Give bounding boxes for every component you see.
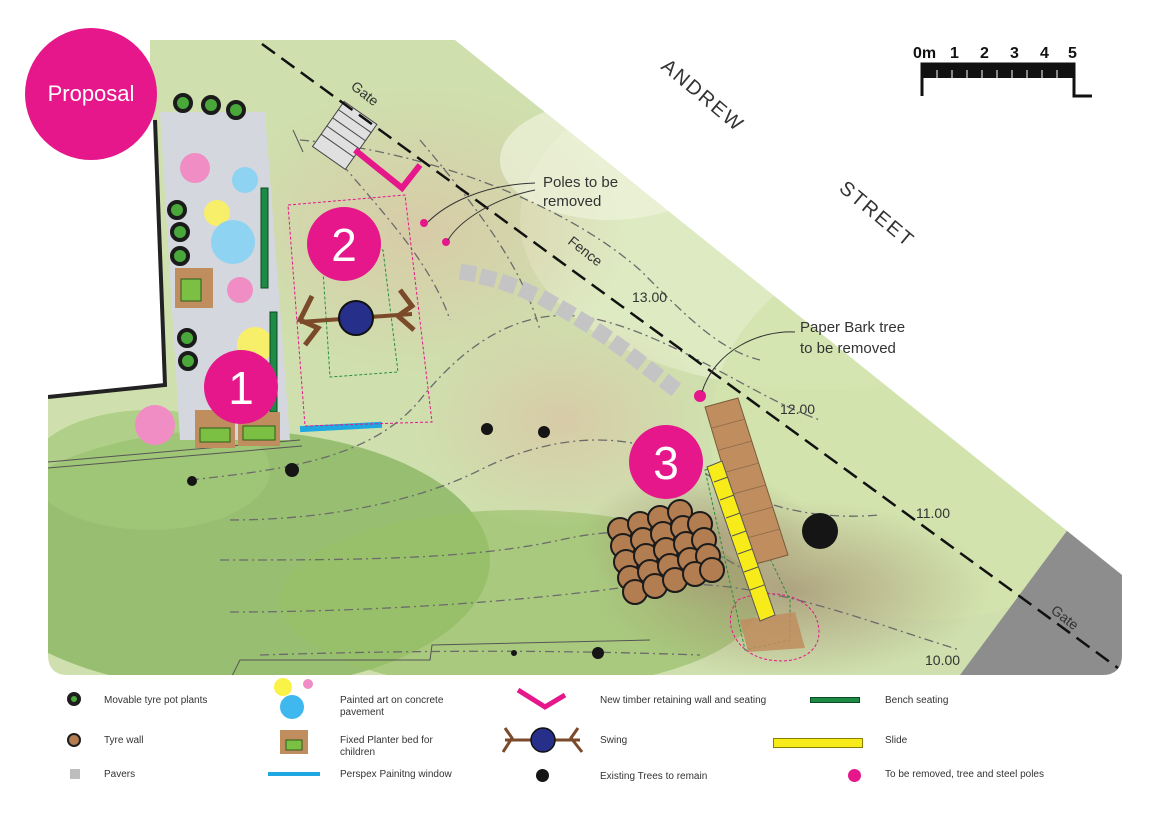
legend-label-tyre-pot: Movable tyre pot plants — [104, 695, 208, 706]
existing-tree-icon — [536, 769, 549, 782]
bench-seating-1 — [260, 187, 269, 289]
proposal-badge — [25, 28, 157, 160]
paperbark-label-line2: to be removed — [800, 340, 896, 357]
scale-tick-2: 2 — [980, 45, 989, 62]
tyre-pot-plants — [167, 93, 246, 371]
paperbark-label-line1: Paper Bark tree — [800, 319, 905, 336]
legend-label-slide: Slide — [885, 735, 908, 746]
tyre-wall-icon — [67, 733, 81, 747]
scale-tick-0: 0m — [913, 45, 936, 62]
pavers — [458, 263, 682, 397]
zone-3-label: 3 — [653, 437, 679, 489]
retaining-wall — [353, 147, 423, 193]
legend-label-perspex: Perspex Painitng window — [340, 769, 452, 780]
slide-icon — [773, 738, 863, 748]
remove-pole-icon — [848, 769, 861, 782]
planter-beds — [175, 268, 280, 448]
scale-tick-1: 1 — [950, 45, 959, 62]
contour-label-13: 13.00 — [632, 289, 667, 305]
swing — [296, 288, 416, 347]
callout-lines — [427, 182, 796, 393]
legend-label-to-remove: To be removed, tree and steel poles — [885, 769, 1044, 780]
slide — [706, 460, 776, 622]
zone-1-label: 1 — [228, 362, 254, 414]
scale-bar — [920, 62, 1092, 98]
legend-label-painted-art: Painted art on concrete pavement — [340, 695, 444, 718]
zone-markers — [204, 207, 703, 499]
perspex-window-icon — [268, 772, 320, 776]
legend-label-existing-trees: Existing Trees to remain — [600, 771, 708, 782]
zone-2-label: 2 — [331, 219, 357, 271]
road-area — [960, 505, 1122, 675]
fence-line — [261, 42, 1119, 670]
scale-tick-3: 3 — [1010, 45, 1019, 62]
poles-label-line1: Poles to be — [543, 174, 618, 191]
pavers-icon — [70, 769, 80, 779]
gate-steps-top — [311, 100, 378, 171]
legend-graphics — [274, 678, 584, 754]
building-footprint-lower — [48, 120, 165, 395]
tyre-pot-icon — [67, 692, 81, 706]
legend-label-tyre-wall: Tyre wall — [104, 735, 144, 746]
scale-tick-5: 5 — [1068, 45, 1077, 62]
tyre-wall — [607, 499, 725, 605]
proposal-label: Proposal — [48, 81, 135, 106]
scale-tick-4: 4 — [1040, 45, 1049, 62]
contour-label-11: 11.00 — [916, 505, 950, 521]
legend-label-planter: Fixed Planter bed for children — [340, 735, 433, 758]
legend-label-pavers: Pavers — [104, 769, 136, 780]
legend-label-swing: Swing — [600, 735, 628, 746]
poles-label-line2: removed — [543, 193, 601, 210]
existing-trees — [187, 423, 838, 659]
contour-label-12: 12.00 — [780, 401, 815, 417]
removal-markers — [420, 219, 706, 402]
legend-label-bench: Bench seating — [885, 695, 949, 706]
contour-label-10: 10.00 — [925, 652, 960, 668]
painted-art — [135, 153, 273, 445]
legend-label-retaining-wall: New timber retaining wall and seating — [600, 695, 767, 706]
deck-boards — [711, 418, 781, 539]
bench-icon — [810, 697, 860, 703]
